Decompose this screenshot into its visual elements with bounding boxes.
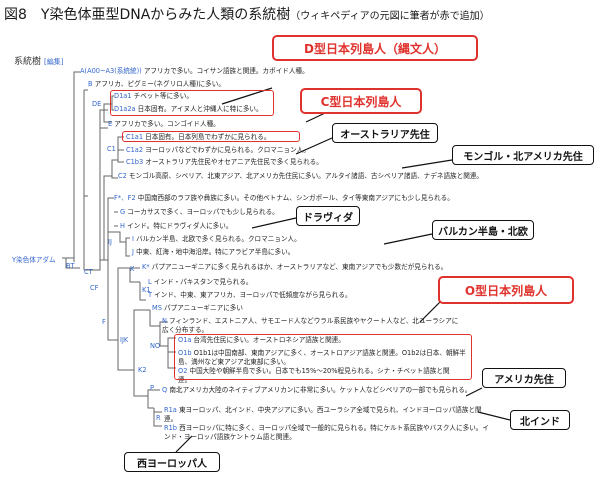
callout-west-europe: 西ヨーロッパ人 xyxy=(124,452,220,472)
row-a: A(A00~A3(系統統)) アフリカで多い。コイサン語族と関連。カポイド人種。 xyxy=(80,67,309,75)
callout-australia: オーストラリア先住 xyxy=(332,123,438,143)
callout-o-japan: O型日本列島人 xyxy=(438,276,574,304)
figure-title: 図8 Y染色体亜型DNAからみた人類の系統樹（ウィキペディアの元図に筆者が赤で追… xyxy=(4,7,490,23)
callout-dravida: ドラヴィダ xyxy=(296,206,360,226)
callout-c-japan: C型日本列島人 xyxy=(300,88,422,114)
branch-f: F xyxy=(102,318,106,326)
branch-k: K xyxy=(130,265,135,273)
callout-balkan: バルカン半島・北欧 xyxy=(432,220,534,240)
row-b: B アフリカ、ピグミー(ネグリロ人種)に多い。 xyxy=(88,80,225,88)
callout-jomon: D型日本列島人（縄文人） xyxy=(272,35,478,61)
highlight-box-d xyxy=(110,90,274,116)
root-label: Y染色体アダム xyxy=(12,256,56,264)
highlight-box-o xyxy=(174,334,472,380)
row-c2: C2 モンゴル高原、シベリア、北東アジア、北アメリカ先住民に多い。アルタイ諸語、… xyxy=(118,172,484,180)
branch-p: P xyxy=(150,384,154,392)
row-k: K* パプアニューギニアに多く見られるほか、オーストラリアなど、東南アジアでも少… xyxy=(142,263,448,271)
branch-c1: C1 xyxy=(107,145,116,153)
row-n: N フィンランド、エストニア人、サモエード人などウラル系民族やヤクート人など、北… xyxy=(162,317,459,334)
row-r1b: R1b 西ヨーロッパに特に多く、ヨーロッパ全域で一般的に見られる。特にケルト系民… xyxy=(164,424,489,441)
row-c1b3: C1b3 オーストラリア先住民やオセアニア先住民で多く見られる。 xyxy=(126,158,323,166)
row-h: H インド。特にドラヴィダ人に多い。 xyxy=(120,222,233,230)
row-o1b: O1b O1b1は中国南部、東南アジアに多く、オーストロアジア語族と関連。O1b… xyxy=(178,349,466,366)
row-f2: F*、F2 中国南西部のラフ族や彝族に多い。その他ベトナム、シンガポール、タイ等… xyxy=(114,194,454,202)
row-q: Q 南北アメリカ大陸のネイティブアメリカンに非常に多い。ケット人などシベリアの一… xyxy=(162,386,472,394)
row-d1a2a: D1a2a 日本固有。アイヌ人と沖縄人に特に多い。 xyxy=(114,105,263,113)
callout-mongol: モンゴル・北アメリカ先住 xyxy=(452,145,594,165)
branch-cf: CF xyxy=(90,284,99,292)
row-e: E アフリカで多い。コンゴイド人種。 xyxy=(108,120,220,128)
edit-link[interactable]: [編集] xyxy=(44,58,64,66)
branch-ij: IJ xyxy=(108,238,112,246)
branch-r: R xyxy=(156,414,161,422)
row-c1a1: C1a1 日本固有。日本列島でわずかに見られる。 xyxy=(126,133,271,141)
row-c1a2: C1a2 ヨーロッパなどでわずかに見られる。クロマニョン人。 xyxy=(126,146,310,154)
row-d1a1: D1a1 チベット等に多い。 xyxy=(114,92,193,100)
branch-ijk: IJK xyxy=(120,336,129,344)
row-r1a: R1a 東ヨーロッパ、北インド、中央アジアに多い。西ユーラシア全域で見られ、イン… xyxy=(164,406,482,423)
branch-k2: K2 xyxy=(138,366,147,374)
branch-no: NO xyxy=(150,342,161,350)
row-g: G コーカサスで多く、ヨーロッパでも少し見られる。 xyxy=(120,208,279,216)
callout-america: アメリカ先住 xyxy=(482,368,566,388)
branch-bt: BT xyxy=(66,262,75,270)
row-l: L インド・パキスタンで見られる。 xyxy=(148,278,253,286)
branch-k1: K1 xyxy=(142,286,151,294)
row-o1a: O1a 台湾先住民に多い。オーストロネシア語族と関連。 xyxy=(178,336,345,344)
row-j: J 中東、紅海・地中海沿岸。特にアラビア半島に多い。 xyxy=(132,248,295,256)
row-t: T インド、中東、東アフリカ、ヨーロッパで低頻度ながら見られる。 xyxy=(148,291,352,299)
highlight-box-c1a1 xyxy=(122,131,300,142)
section-title: 系統樹[編集] xyxy=(14,57,64,67)
row-i: I バルカン半島、北欧で多く見られる。クロマニョン人。 xyxy=(132,235,301,243)
row-ms: MS パプアニューギニアに多い xyxy=(152,304,243,312)
callout-north-india: 北インド xyxy=(510,410,570,430)
branch-ct: CT xyxy=(84,268,93,276)
row-o2: O2 中国大陸や朝鮮半島で多い。日本でも15%〜20%程見られる。シナ・チベット… xyxy=(178,367,450,384)
branch-de: DE xyxy=(92,100,102,108)
